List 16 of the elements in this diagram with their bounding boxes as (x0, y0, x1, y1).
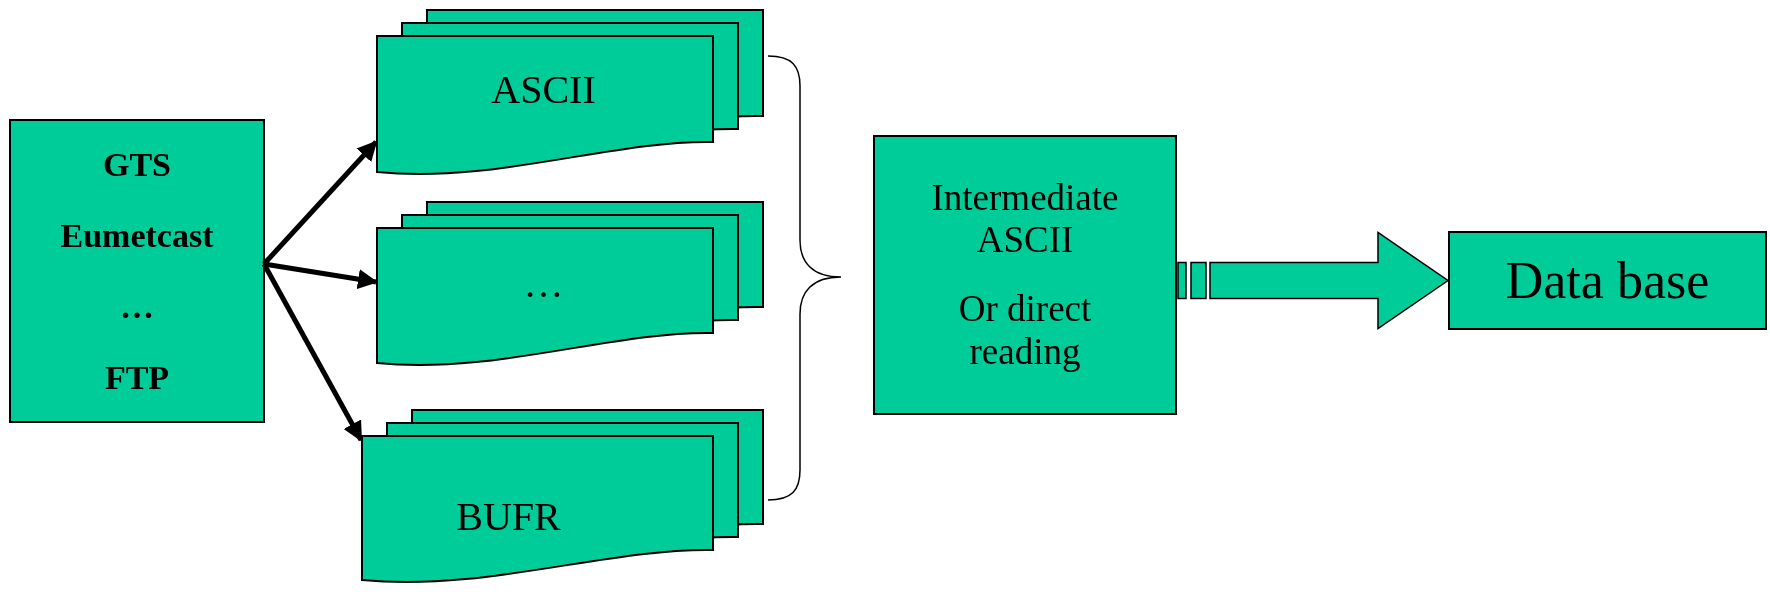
arrow (262, 140, 378, 266)
box-label: Or direct reading (957, 288, 1093, 374)
box-label: Intermediate ASCII (930, 176, 1120, 262)
document-label: ASCII (490, 67, 597, 113)
arrow (261, 262, 364, 442)
document-label: BUFR (455, 494, 562, 540)
box-label: Eumetcast (60, 215, 214, 256)
process-box (873, 135, 1177, 415)
box-label: Data base (1505, 250, 1710, 311)
box-label: FTP (104, 357, 170, 398)
process-box (1448, 231, 1767, 330)
block-arrow (1177, 231, 1450, 330)
box-label: … (120, 286, 154, 327)
box-label: GTS (102, 144, 171, 185)
document-label: … (522, 261, 565, 307)
process-box (9, 119, 265, 423)
